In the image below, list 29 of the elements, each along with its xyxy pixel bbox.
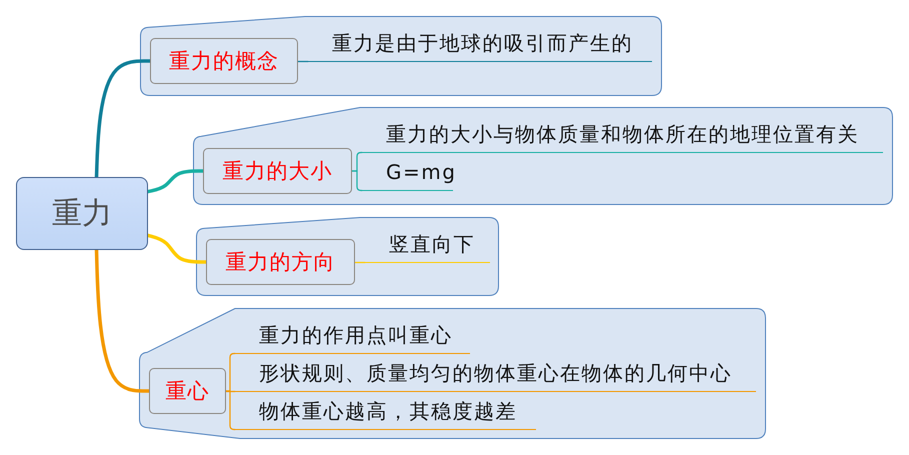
- connector-line: [297, 60, 309, 62]
- subtopic-text: 重力的概念: [169, 48, 279, 75]
- subtopic-text: 重心: [166, 378, 210, 405]
- connector-line: [354, 262, 366, 264]
- subtopic-box: [206, 239, 355, 285]
- connector-line: [146, 169, 205, 194]
- connector-line: [94, 248, 151, 393]
- callout-panel: [140, 16, 662, 96]
- connector-line: [94, 59, 152, 179]
- topic-text: 物体重心越高，其稳度越差: [259, 399, 517, 423]
- callout-panel: [196, 217, 499, 296]
- subtopic-box: [203, 148, 352, 194]
- subtopic-text: 重力的方向: [226, 249, 336, 276]
- connector-line: [225, 390, 236, 392]
- topic-text: 竖直向下: [389, 232, 475, 256]
- subtopic-box: [149, 368, 226, 414]
- callout-panel: [139, 308, 766, 439]
- topic-text: 重力是由于地球的吸引而产生的: [332, 31, 633, 55]
- topic-text: G=mg: [386, 160, 456, 184]
- connector-line: [351, 170, 363, 192]
- connector-line: [146, 234, 208, 264]
- topic-text: 形状规则、质量均匀的物体重心在物体的几何中心: [259, 361, 732, 385]
- topic-text: 重力的大小与物体质量和物体所在的地理位置有关: [386, 122, 859, 146]
- subtopic-text: 重力的大小: [222, 158, 332, 185]
- subtopic-box: [150, 38, 298, 84]
- topic-text: 重力的作用点叫重心: [259, 323, 452, 347]
- central-topic-box: [16, 177, 148, 250]
- callout-panel: [193, 107, 893, 205]
- central-topic-text: 重力: [52, 195, 112, 233]
